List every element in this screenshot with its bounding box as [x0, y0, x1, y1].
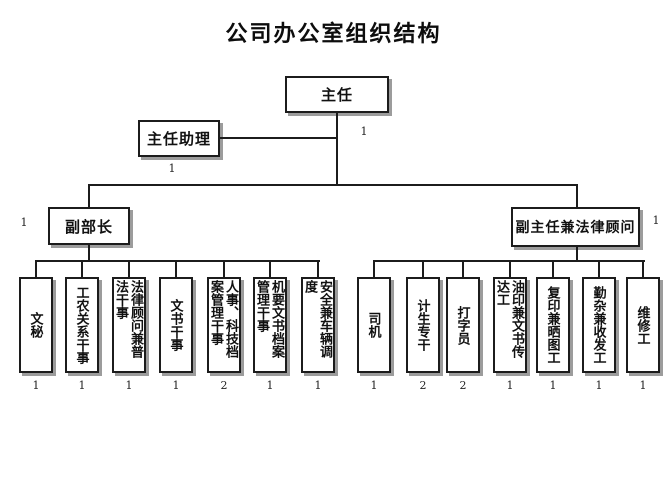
headcount-label: 1: [549, 379, 557, 392]
headcount-label: 1: [32, 379, 40, 392]
position-box-label: 机要文书档案管理干事: [255, 280, 285, 358]
connector-line: [576, 184, 578, 208]
position-box-label: 维修工: [635, 305, 651, 345]
connector-line: [336, 112, 338, 186]
position-box: 法律顾问兼普法干事: [112, 277, 146, 373]
box-director-assistant-label: 主任助理: [146, 132, 211, 148]
headcount-label: 1: [506, 379, 514, 392]
box-director-label: 主任: [320, 88, 353, 104]
connector-line: [642, 260, 644, 277]
position-box-label: 人事、科技档案管理干事: [209, 280, 239, 358]
position-box-label: 打字员: [455, 305, 471, 345]
connector-line: [317, 260, 319, 277]
position-box: 人事、科技档案管理干事: [207, 277, 241, 373]
headcount-label: 1: [266, 379, 274, 392]
position-box: 文书干事: [159, 277, 193, 373]
connector-line: [373, 260, 375, 277]
chart-title: 公司办公室组织结构: [225, 21, 442, 46]
box-deputy-director-legal-advisor-label: 副主任兼法律顾问: [515, 221, 636, 236]
connector-line: [552, 260, 554, 277]
headcount-label: 1: [78, 379, 86, 392]
connector-line: [88, 245, 90, 261]
position-box: 机要文书档案管理干事: [253, 277, 287, 373]
position-box-label: 司机: [366, 312, 382, 338]
position-box: 复印兼晒图工: [536, 277, 570, 373]
headcount-label: 1: [652, 214, 660, 227]
headcount-label: 1: [360, 125, 368, 138]
position-box-label: 文书干事: [168, 299, 184, 351]
connector-line: [576, 246, 578, 261]
connector-line: [175, 260, 177, 277]
connector-line: [81, 260, 83, 277]
connector-line: [35, 260, 37, 277]
headcount-label: 1: [172, 379, 180, 392]
position-box: 油印兼文书传达工: [493, 277, 527, 373]
box-director-assistant: 主任助理: [138, 120, 220, 157]
connector-line: [462, 260, 464, 277]
connector-line: [128, 260, 130, 277]
position-box-label: 复印兼晒图工: [545, 286, 561, 364]
box-deputy-minister: 副部长: [48, 207, 130, 245]
box-director: 主任: [285, 76, 389, 113]
connector-line: [422, 260, 424, 277]
position-box: 维修工: [626, 277, 660, 373]
connector-line: [220, 137, 338, 139]
position-box-label: 法律顾问兼普法干事: [114, 280, 144, 358]
headcount-label: 1: [595, 379, 603, 392]
headcount-label: 2: [459, 379, 467, 392]
position-box: 司机: [357, 277, 391, 373]
connector-line: [223, 260, 225, 277]
connector-line: [88, 184, 578, 186]
headcount-label: 1: [125, 379, 133, 392]
position-box-label: 安全兼车辆调度: [303, 280, 333, 358]
position-box: 安全兼车辆调度: [301, 277, 335, 373]
position-box-label: 油印兼文书传达工: [495, 280, 525, 358]
headcount-label: 2: [419, 379, 427, 392]
connector-line: [509, 260, 511, 277]
position-box: 计生专干: [406, 277, 440, 373]
position-box-label: 工农关系干事: [74, 286, 90, 364]
headcount-label: 1: [20, 216, 28, 229]
position-box-label: 计生专干: [415, 299, 431, 351]
headcount-label: 1: [370, 379, 378, 392]
headcount-label: 1: [639, 379, 647, 392]
position-box: 工农关系干事: [65, 277, 99, 373]
headcount-label: 2: [220, 379, 228, 392]
position-box: 勤杂兼收发工: [582, 277, 616, 373]
headcount-label: 1: [168, 162, 176, 175]
headcount-label: 1: [314, 379, 322, 392]
box-deputy-minister-label: 副部长: [64, 219, 113, 236]
position-box: 打字员: [446, 277, 480, 373]
connector-line: [598, 260, 600, 277]
connector-line: [35, 260, 320, 262]
position-box: 文秘: [19, 277, 53, 373]
connector-line: [88, 184, 90, 208]
connector-line: [269, 260, 271, 277]
position-box-label: 勤杂兼收发工: [591, 286, 607, 364]
box-deputy-director-legal-advisor: 副主任兼法律顾问: [511, 207, 640, 247]
position-box-label: 文秘: [28, 312, 44, 338]
